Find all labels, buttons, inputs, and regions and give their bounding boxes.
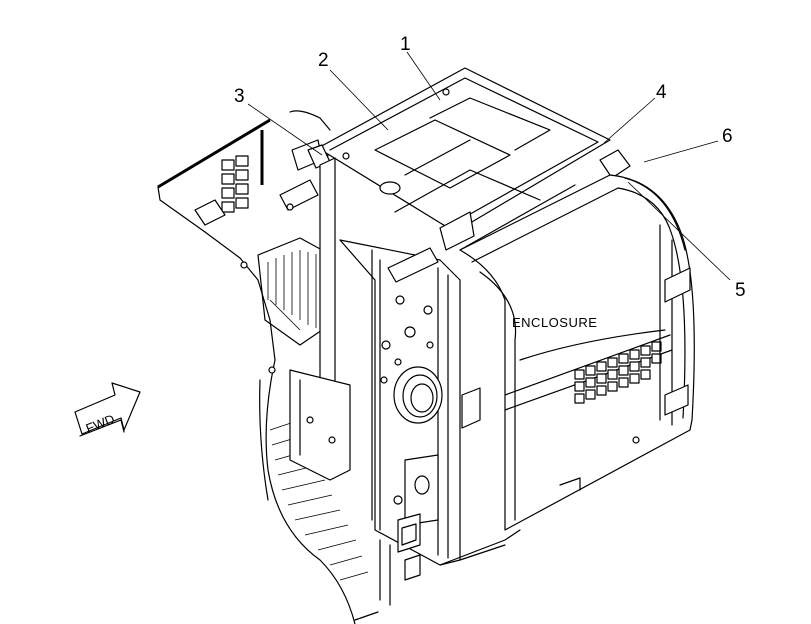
roof-panel <box>307 67 631 251</box>
round-port <box>393 366 443 424</box>
callouts: 1 2 3 4 5 6 <box>234 34 746 301</box>
enclosure-label: ENCLOSURE <box>512 315 597 330</box>
callout-4: 4 <box>656 82 667 103</box>
callout-leaders <box>247 51 731 281</box>
bottom-latch <box>379 513 421 606</box>
front-frame-column <box>289 157 521 621</box>
callout-6: 6 <box>722 126 733 147</box>
callout-5: 5 <box>735 280 746 301</box>
callout-3: 3 <box>234 86 245 107</box>
left-support-structure <box>157 110 369 624</box>
forward-direction-arrow: FWD <box>74 382 141 437</box>
vent-grill <box>574 341 662 404</box>
enclosure-body <box>459 174 695 531</box>
callout-2: 2 <box>318 50 329 71</box>
callout-1: 1 <box>400 34 411 55</box>
